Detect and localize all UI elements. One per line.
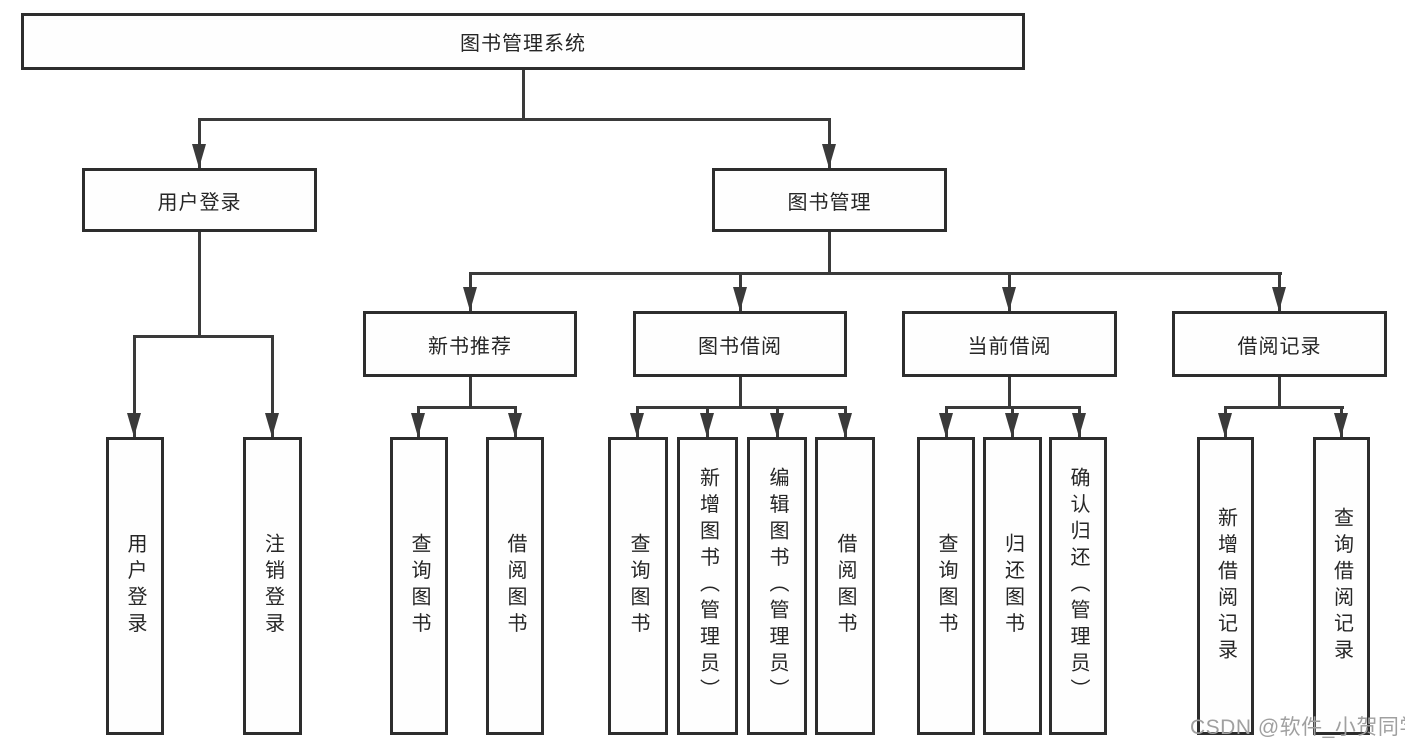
leaf-add-borrow-record: 新增借阅记录 <box>1197 437 1254 735</box>
node-book-borrowing: 图书借阅 <box>633 311 847 377</box>
leaf-borrow-books-1: 借阅图书 <box>486 437 544 735</box>
arrowhead-records <box>1272 287 1286 311</box>
connector-current-stem <box>1008 377 1011 406</box>
leaf-edit-book-admin: 编辑图书（管理员） <box>747 437 807 735</box>
node-borrow-records: 借阅记录 <box>1172 311 1387 377</box>
arrowhead-query2 <box>630 413 644 437</box>
arrowhead-return <box>1005 413 1019 437</box>
connector-root-rail <box>198 118 831 121</box>
connector-borrow-stem <box>739 377 742 406</box>
arrowhead-edit-book <box>770 413 784 437</box>
leaf-query-borrow-record: 查询借阅记录 <box>1313 437 1370 735</box>
arrowhead-newbook <box>463 287 477 311</box>
leaf-query-books-2: 查询图书 <box>608 437 668 735</box>
arrowhead-query-rec <box>1334 413 1348 437</box>
arrowhead-borrow <box>733 287 747 311</box>
leaf-user-login: 用户登录 <box>106 437 164 735</box>
leaf-confirm-return-admin: 确认归还（管理员） <box>1049 437 1107 735</box>
leaf-borrow-books-2: 借阅图书 <box>815 437 875 735</box>
arrowhead-current <box>1002 287 1016 311</box>
csdn-watermark: CSDN @软件_小贺同学 <box>1190 716 1405 739</box>
arrowhead-borrow1 <box>508 413 522 437</box>
connector-newbook-stem <box>469 377 472 406</box>
arrowhead-login <box>192 144 206 168</box>
arrowhead-query3 <box>939 413 953 437</box>
connector-mgmt-rail <box>469 272 1282 275</box>
node-book-management: 图书管理 <box>712 168 947 232</box>
connector-drop-login <box>198 118 201 168</box>
connector-borrow-rail <box>636 406 847 409</box>
connector-drop-user-login <box>133 335 136 437</box>
arrowhead-query1 <box>411 413 425 437</box>
leaf-query-books-1: 查询图书 <box>390 437 448 735</box>
arrowhead-borrow2 <box>838 413 852 437</box>
arrowhead-add-book <box>700 413 714 437</box>
arrowhead-mgmt <box>822 144 836 168</box>
node-library-system: 图书管理系统 <box>21 13 1025 70</box>
connector-newbook-rail <box>417 406 517 409</box>
arrowhead-user-login <box>127 413 141 437</box>
leaf-return-book: 归还图书 <box>983 437 1042 735</box>
arrowhead-add-rec <box>1218 413 1232 437</box>
arrowhead-logout <box>265 413 279 437</box>
node-new-book-recommend: 新书推荐 <box>363 311 577 377</box>
connector-records-stem <box>1278 377 1281 406</box>
connector-root-stem <box>522 70 525 118</box>
leaf-logout: 注销登录 <box>243 437 302 735</box>
leaf-add-book-admin: 新增图书（管理员） <box>677 437 738 735</box>
connector-login-rail <box>133 335 274 338</box>
leaf-query-books-3: 查询图书 <box>917 437 975 735</box>
connector-records-rail <box>1224 406 1344 409</box>
connector-login-stem <box>198 232 201 335</box>
connector-drop-logout <box>271 335 274 437</box>
connector-mgmt-stem <box>828 232 831 272</box>
connector-drop-mgmt <box>828 118 831 168</box>
node-current-borrowing: 当前借阅 <box>902 311 1117 377</box>
arrowhead-confirm <box>1072 413 1086 437</box>
node-user-login: 用户登录 <box>82 168 317 232</box>
